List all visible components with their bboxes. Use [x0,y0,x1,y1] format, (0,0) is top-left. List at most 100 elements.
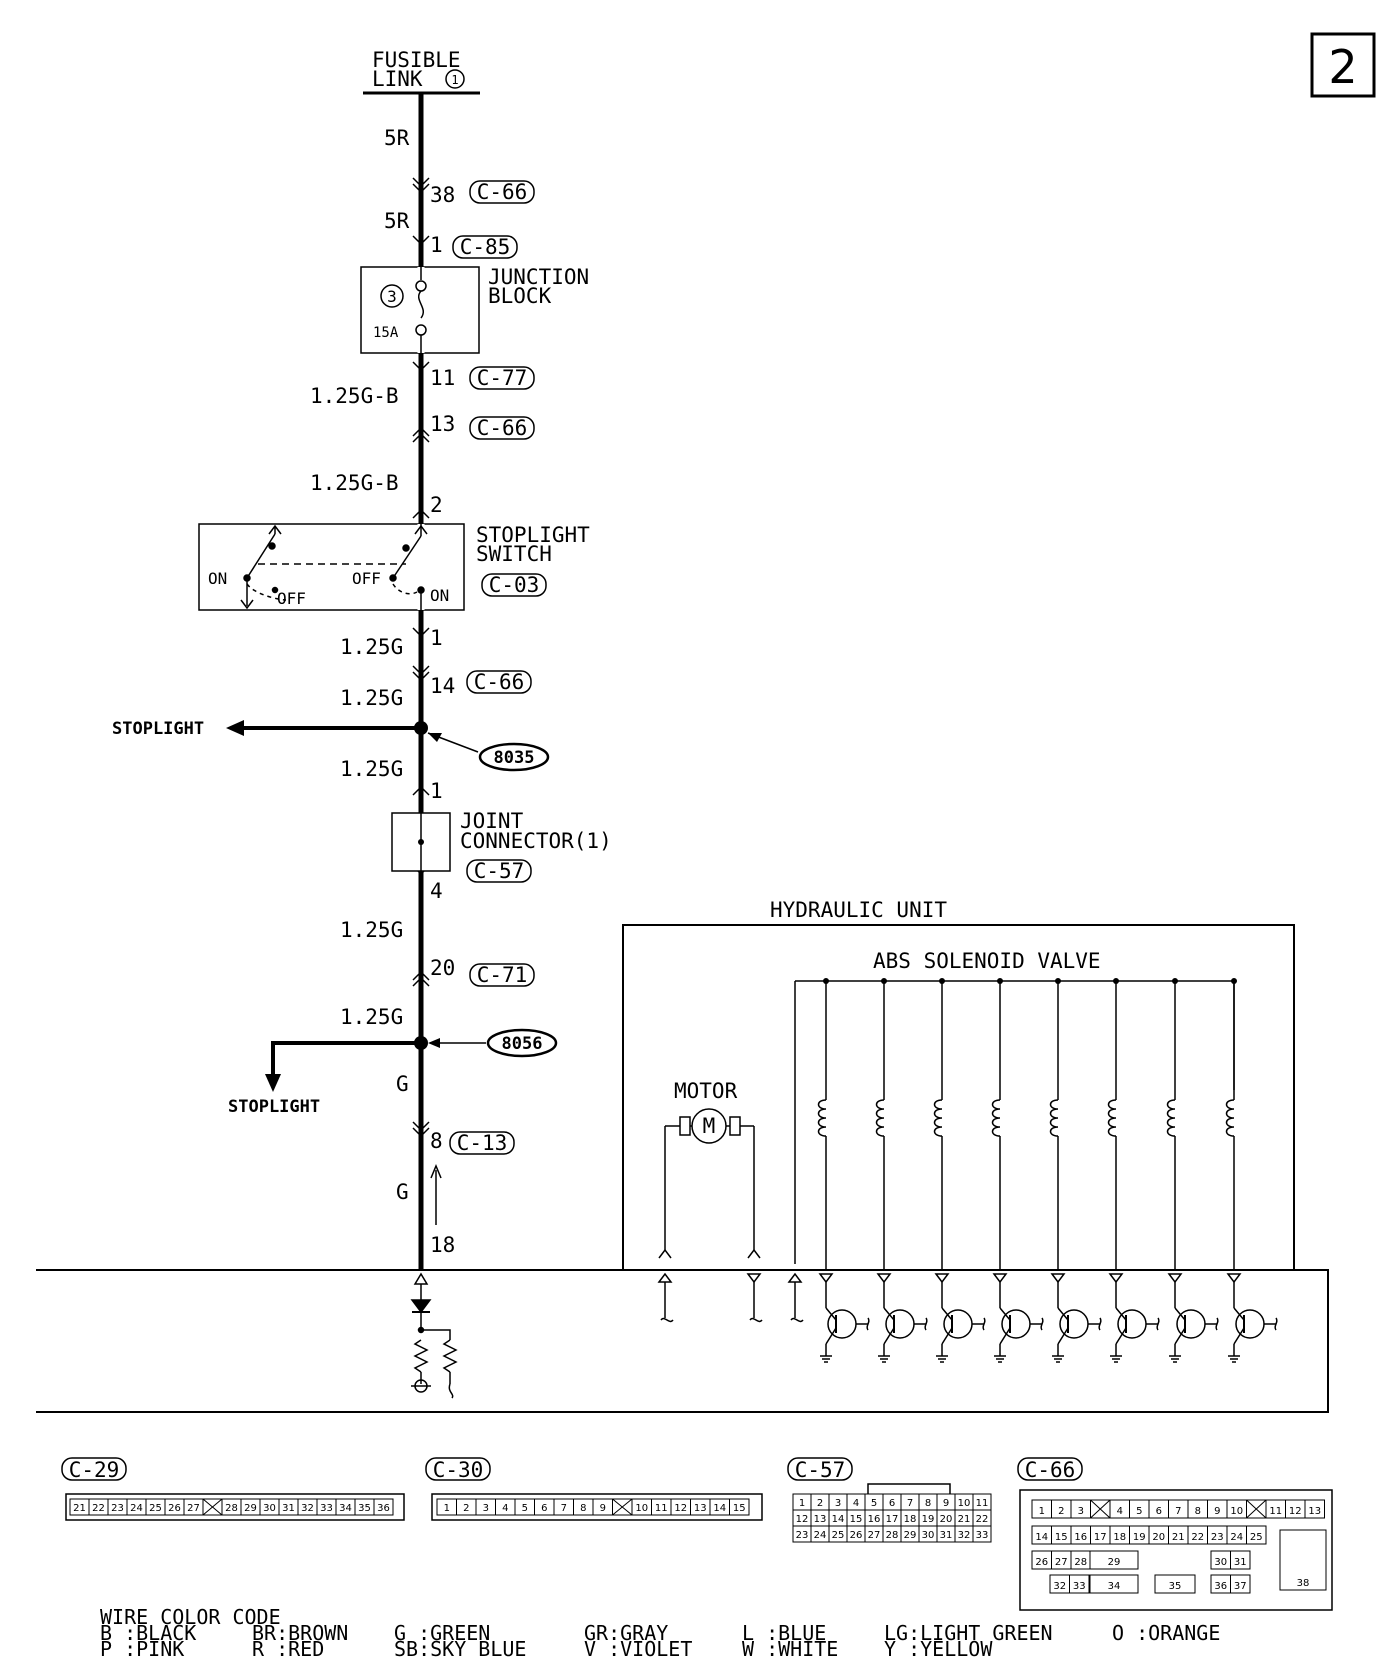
joint-connector-label: JOINT [460,809,524,833]
svg-text:24: 24 [1230,1532,1243,1543]
svg-text:31: 31 [940,1530,953,1541]
fusible-link-number: 1 [451,73,458,87]
fuse-symbol [415,260,427,360]
svg-text:16: 16 [868,1514,881,1525]
wire-color-entry-r1-3: G :GREEN [394,1621,491,1645]
svg-text:2: 2 [1058,1506,1064,1517]
page-number-box [1310,32,1376,98]
svg-text:25: 25 [1250,1532,1263,1543]
pin-2: 2 [430,493,443,517]
svg-text:6: 6 [1156,1506,1162,1517]
svg-text:13: 13 [814,1514,827,1525]
pin-13: 13 [430,412,455,436]
svg-text:32: 32 [1053,1581,1066,1592]
svg-text:5: 5 [1136,1506,1142,1517]
wire-label-gb-1: 1.25G-B [310,384,399,408]
svg-text:27: 27 [1055,1557,1068,1568]
svg-text:25: 25 [149,1503,162,1514]
svg-text:4: 4 [1117,1506,1123,1517]
switch-on-left: ON [208,569,227,588]
connector-tag-c71: C-71 [477,963,528,987]
stoplight-arrow-2 [265,1074,281,1092]
fusible-link-label: FUSIBLE [372,48,461,72]
svg-text:35: 35 [358,1503,371,1514]
svg-text:4: 4 [502,1503,508,1514]
stoplight-branch-label-2: STOPLIGHT [228,1097,320,1117]
svg-text:26: 26 [1035,1557,1048,1568]
svg-text:9: 9 [1214,1506,1220,1517]
hydraulic-unit-box [622,924,1295,1271]
svg-text:15: 15 [733,1503,746,1514]
svg-text:23: 23 [1211,1532,1224,1543]
svg-text:11: 11 [976,1498,989,1509]
svg-text:30: 30 [1214,1557,1227,1568]
svg-text:28: 28 [1074,1557,1087,1568]
wire-label-g-2: 1.25G [340,686,403,710]
connector-tag-c77: C-77 [477,366,528,390]
fusible-link-number-circle [445,69,465,89]
connector-view-c30-label: C-30 [433,1458,484,1482]
svg-text:9: 9 [600,1503,606,1514]
svg-text:11: 11 [655,1503,668,1514]
solenoid-coil-7 [1166,1099,1176,1137]
svg-text:27: 27 [187,1503,200,1514]
svg-text:21: 21 [73,1503,86,1514]
wire-color-entry-r2-4: V :VIOLET [584,1637,693,1661]
wire-label-5r-1: 5R [384,126,410,150]
svg-text:4: 4 [853,1498,859,1509]
motor-label: MOTOR [674,1079,738,1103]
connector-tag-c66-c: C-66 [474,670,525,694]
svg-text:15: 15 [1055,1532,1068,1543]
connector-tag-c85: C-85 [460,235,511,259]
wire-color-entry-r2-2: R :RED [252,1637,325,1661]
svg-text:7: 7 [907,1498,913,1509]
svg-text:12: 12 [1289,1506,1302,1517]
svg-text:12: 12 [674,1503,687,1514]
svg-text:6: 6 [541,1503,547,1514]
svg-text:17: 17 [1094,1532,1107,1543]
svg-text:32: 32 [301,1503,314,1514]
svg-text:18: 18 [1113,1532,1126,1543]
svg-text:3: 3 [1078,1506,1084,1517]
svg-text:32: 32 [958,1530,971,1541]
solenoid-coil-4 [991,1099,1001,1137]
wire-color-entry-r2-3: SB:SKY BLUE [394,1637,527,1661]
svg-text:30: 30 [922,1530,935,1541]
splice-label-8035: 8035 [494,748,535,768]
abs-solenoid-valve-label: ABS SOLENOID VALVE [873,949,1101,973]
ecu-input-circuit [410,1272,458,1399]
splice-tag-8056 [486,1028,558,1058]
svg-text:19: 19 [1133,1532,1146,1543]
abs-ecu-box [36,1269,1329,1413]
motor-m-icon: M [703,1114,716,1138]
solenoid-coil-2 [875,1099,885,1137]
svg-text:38: 38 [1297,1578,1310,1589]
solenoid-valve-group [794,978,1237,1270]
pin-11: 11 [430,366,455,390]
svg-text:10: 10 [958,1498,971,1509]
pin-14: 14 [430,674,455,698]
svg-text:7: 7 [1175,1506,1181,1517]
wire-color-entry-r1-7: O :ORANGE [1112,1621,1221,1645]
svg-text:28: 28 [886,1530,899,1541]
svg-text:28: 28 [225,1503,238,1514]
svg-text:37: 37 [1234,1581,1247,1592]
stoplight-switch-label: STOPLIGHT [476,523,590,547]
svg-text:25: 25 [832,1530,845,1541]
hydraulic-unit-title: HYDRAULIC UNIT [770,898,947,922]
wire-color-entry-r1-5: L :BLUE [742,1621,827,1645]
pin-18: 18 [430,1233,455,1257]
svg-text:29: 29 [244,1503,257,1514]
splice-tag-8035 [478,742,550,772]
svg-text:33: 33 [1073,1581,1086,1592]
svg-text:26: 26 [850,1530,863,1541]
solenoid-coil-1 [817,1099,827,1137]
svg-text:7: 7 [561,1503,567,1514]
svg-text:5: 5 [522,1503,528,1514]
svg-text:33: 33 [320,1503,333,1514]
wire-label-g-7: G [396,1180,409,1204]
svg-text:23: 23 [796,1530,809,1541]
svg-text:29: 29 [1108,1557,1121,1568]
